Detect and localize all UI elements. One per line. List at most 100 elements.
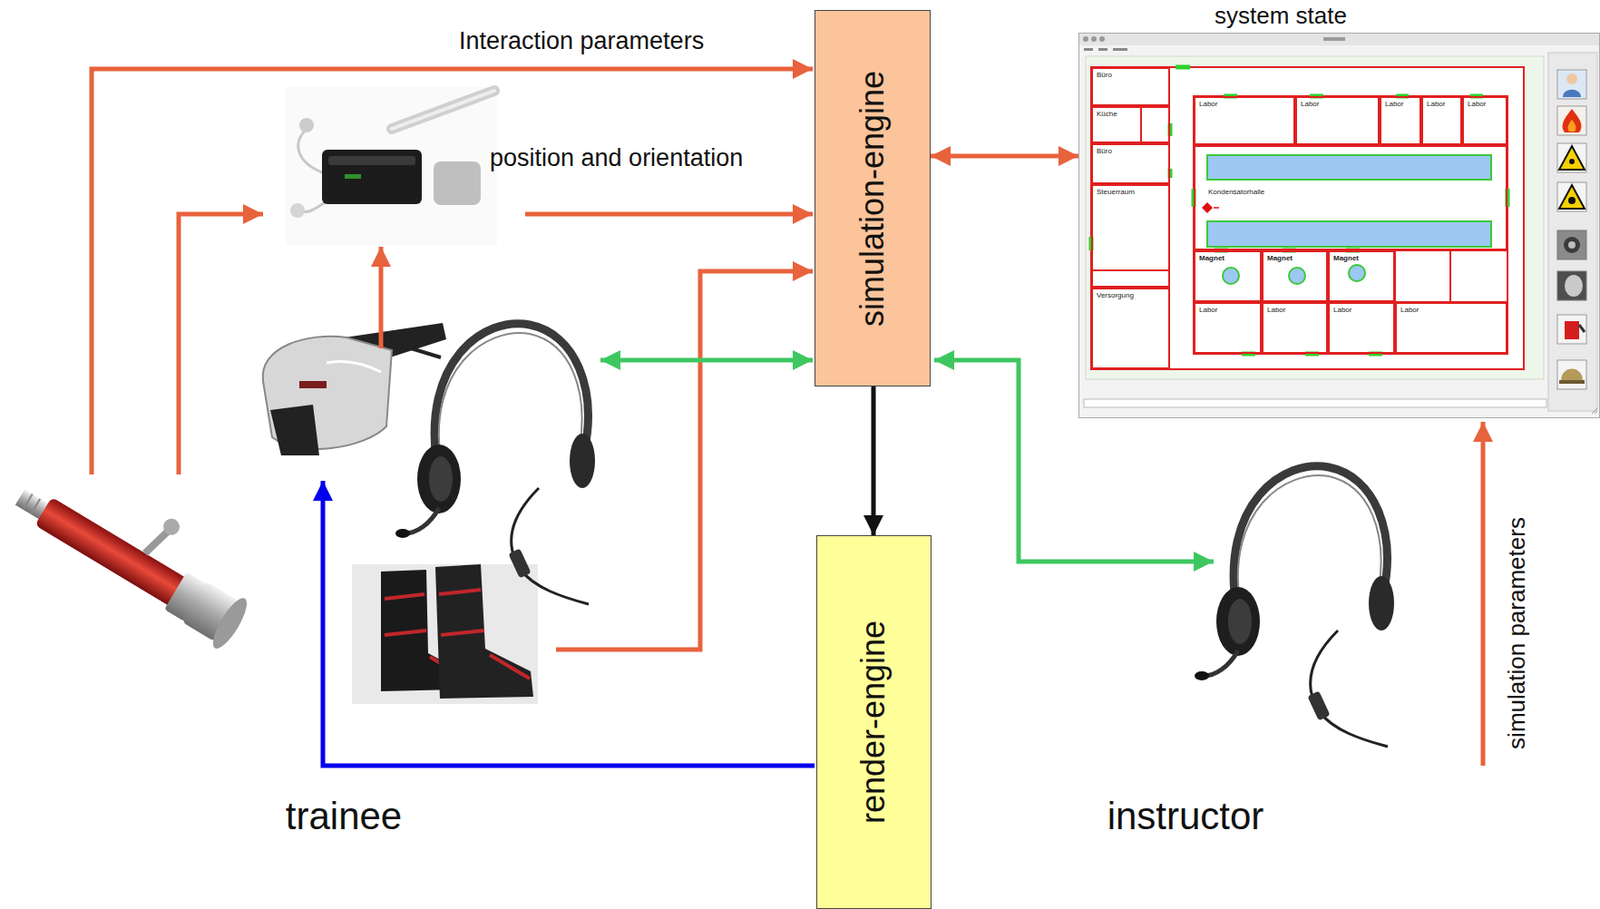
flow-arrow	[871, 386, 877, 536]
screenshot-window	[1288, 267, 1306, 284]
tracker-picture	[391, 90, 495, 129]
signal-arrows	[322, 480, 815, 766]
instructor-headset	[1194, 466, 1395, 747]
screenshot-window	[1207, 155, 1492, 180]
boots-picture	[351, 564, 538, 704]
screenshot-window	[1085, 56, 1544, 380]
title-holder: system state	[1214, 1, 1347, 30]
screenshot-window	[1078, 32, 1600, 419]
label-holder: instructor	[1107, 794, 1265, 839]
signal-label: simulation parameters	[1503, 517, 1532, 750]
room-box: Labor	[1395, 302, 1508, 354]
room-name: Steuerraum	[1096, 188, 1165, 197]
room-box: Labor	[1295, 96, 1380, 146]
trainee-headset	[395, 323, 596, 605]
room-name: Labor	[1467, 100, 1503, 109]
screenshot-window	[1099, 36, 1105, 42]
screenshot-window	[1083, 48, 1093, 51]
flow-arrow	[930, 154, 1079, 159]
tracker-picture	[301, 201, 327, 213]
hmd-picture	[270, 404, 320, 456]
toolbar-icons	[1557, 69, 1587, 390]
tracker-picture	[328, 156, 416, 166]
room-name: Labor	[1267, 306, 1323, 315]
screenshot-window	[1140, 106, 1142, 144]
screenshot-window	[1395, 250, 1451, 303]
tracker-picture	[298, 128, 322, 173]
toolbar-icons	[1568, 196, 1576, 205]
toolbar-icons	[1557, 271, 1587, 301]
tracker-picture	[344, 174, 361, 179]
toolbar-icons	[1557, 314, 1587, 344]
room-name: Labor	[1300, 100, 1375, 109]
signal-arrows	[556, 271, 813, 650]
signal-arrows	[600, 358, 813, 363]
door-marks	[1175, 65, 1191, 70]
signal-arrows	[379, 246, 384, 349]
screenshot-window	[1091, 67, 1524, 370]
room-name: Labor	[1199, 100, 1290, 109]
actor-label: instructor	[1107, 794, 1265, 839]
screenshot-window	[1222, 267, 1240, 284]
screenshot-window	[1323, 37, 1346, 41]
hmd-picture	[263, 322, 447, 456]
boots-picture	[435, 564, 534, 699]
screenshot-window	[1591, 408, 1598, 414]
screenshot-window	[1193, 96, 1508, 354]
room-box: Labor	[1462, 96, 1508, 146]
screenshot-window	[1082, 36, 1089, 42]
engine-name: simulation-engine	[853, 69, 892, 326]
toolbar-icons	[1564, 274, 1583, 297]
engine-box: render-engine	[816, 535, 932, 909]
room-name: Labor	[1199, 306, 1257, 315]
room-box: Steuerraum	[1091, 184, 1171, 288]
room-name: Kondensatorhalle	[1208, 188, 1503, 197]
tracker-picture	[290, 203, 305, 218]
signal-arrows	[525, 212, 813, 217]
signal-arrows	[91, 68, 1483, 766]
room-name: Labor	[1333, 306, 1390, 315]
room-box: Labor	[1193, 96, 1296, 146]
actor-label: trainee	[285, 794, 402, 839]
toolbar-icons	[1568, 241, 1576, 249]
screenshot-panel: system stateBüroKücheBüroSteuerraumVerso…	[1078, 32, 1600, 419]
room-box: Labor	[1193, 302, 1262, 354]
tracker-picture	[321, 149, 422, 205]
room-name: Magnet	[1199, 254, 1257, 264]
toolbar-icons	[1563, 236, 1581, 254]
screenshot-window	[1201, 202, 1213, 214]
screenshot-window	[1207, 221, 1492, 247]
engine-box: simulation-engine	[814, 9, 931, 387]
screenshot-window	[1091, 269, 1171, 272]
room-box: Büro	[1091, 143, 1171, 185]
room-box: Magnet	[1327, 250, 1396, 303]
toolbar-icons	[1560, 369, 1583, 382]
toolbar-icons	[1566, 73, 1578, 85]
toolbar-icons	[1562, 108, 1582, 133]
hmd-picture	[299, 380, 327, 389]
screenshot-window	[1213, 206, 1220, 209]
hall-box: Kondensatorhalle	[1193, 145, 1508, 251]
toolbar-icons	[1557, 69, 1587, 99]
boots-picture	[351, 564, 538, 704]
screenshot-window	[1098, 48, 1108, 51]
screenshot-window	[1348, 264, 1366, 282]
toolbar-icons	[1568, 119, 1577, 132]
engine-name: render-engine	[855, 620, 894, 824]
tracker-picture	[285, 87, 498, 245]
toolbar-icons	[1557, 143, 1587, 173]
nozzle-picture	[206, 593, 253, 653]
panel-title: system state	[1214, 1, 1347, 30]
nozzle-picture	[5, 445, 270, 654]
signal-arrows	[1481, 421, 1486, 766]
room-box: Versorgung	[1091, 287, 1171, 370]
hmd-picture	[326, 360, 381, 372]
room-box: Labor	[1421, 96, 1463, 146]
room-box: Magnet	[1261, 250, 1328, 303]
room-box: Labor	[1327, 302, 1396, 354]
room-box: Magnet	[1193, 250, 1262, 303]
tracker-picture	[391, 90, 495, 129]
signal-arrows	[934, 360, 1214, 562]
